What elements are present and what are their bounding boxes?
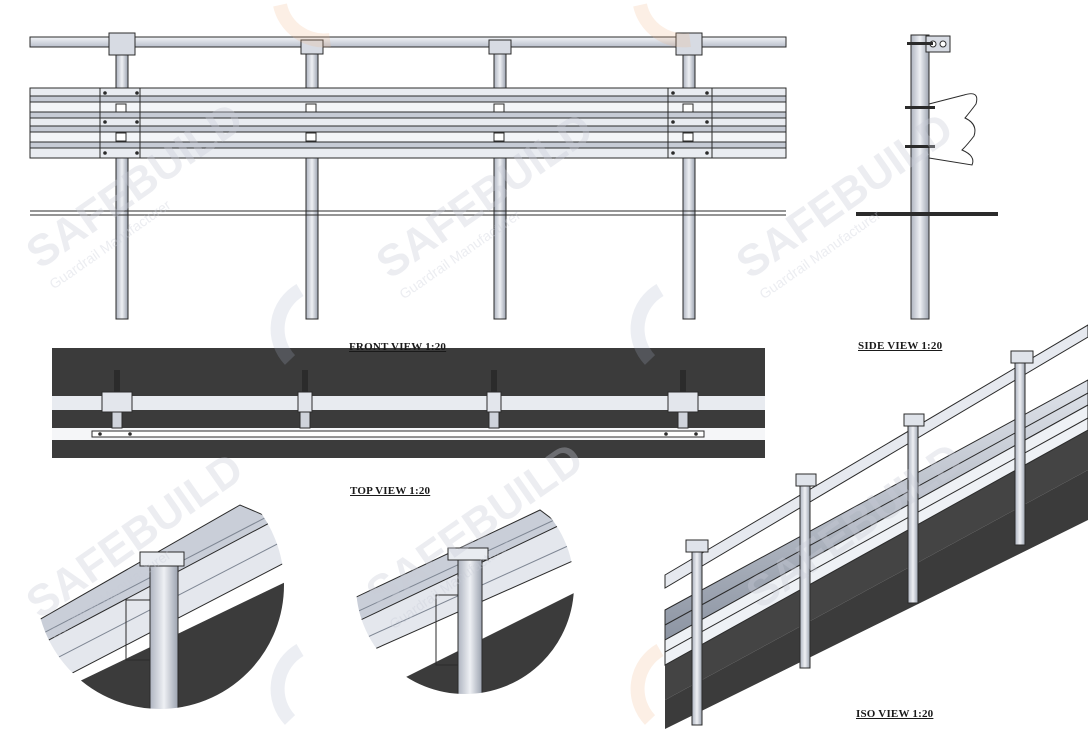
top-view [52, 348, 765, 458]
detail-view-left [35, 460, 285, 710]
top-posts [101, 370, 699, 429]
front-view [29, 32, 787, 320]
top-view-label: TOP VIEW 1:20 [350, 485, 431, 497]
front-brackets [108, 32, 703, 56]
iso-view [664, 324, 1088, 729]
side-view [856, 34, 998, 320]
side-view-label: SIDE VIEW 1:20 [858, 340, 943, 352]
front-view-label: FRONT VIEW 1:20 [349, 341, 447, 353]
front-bolts [115, 103, 694, 142]
watermark-logo-marks [270, 3, 691, 725]
front-w-beam [29, 87, 787, 159]
iso-view-label: ISO VIEW 1:20 [856, 708, 934, 720]
